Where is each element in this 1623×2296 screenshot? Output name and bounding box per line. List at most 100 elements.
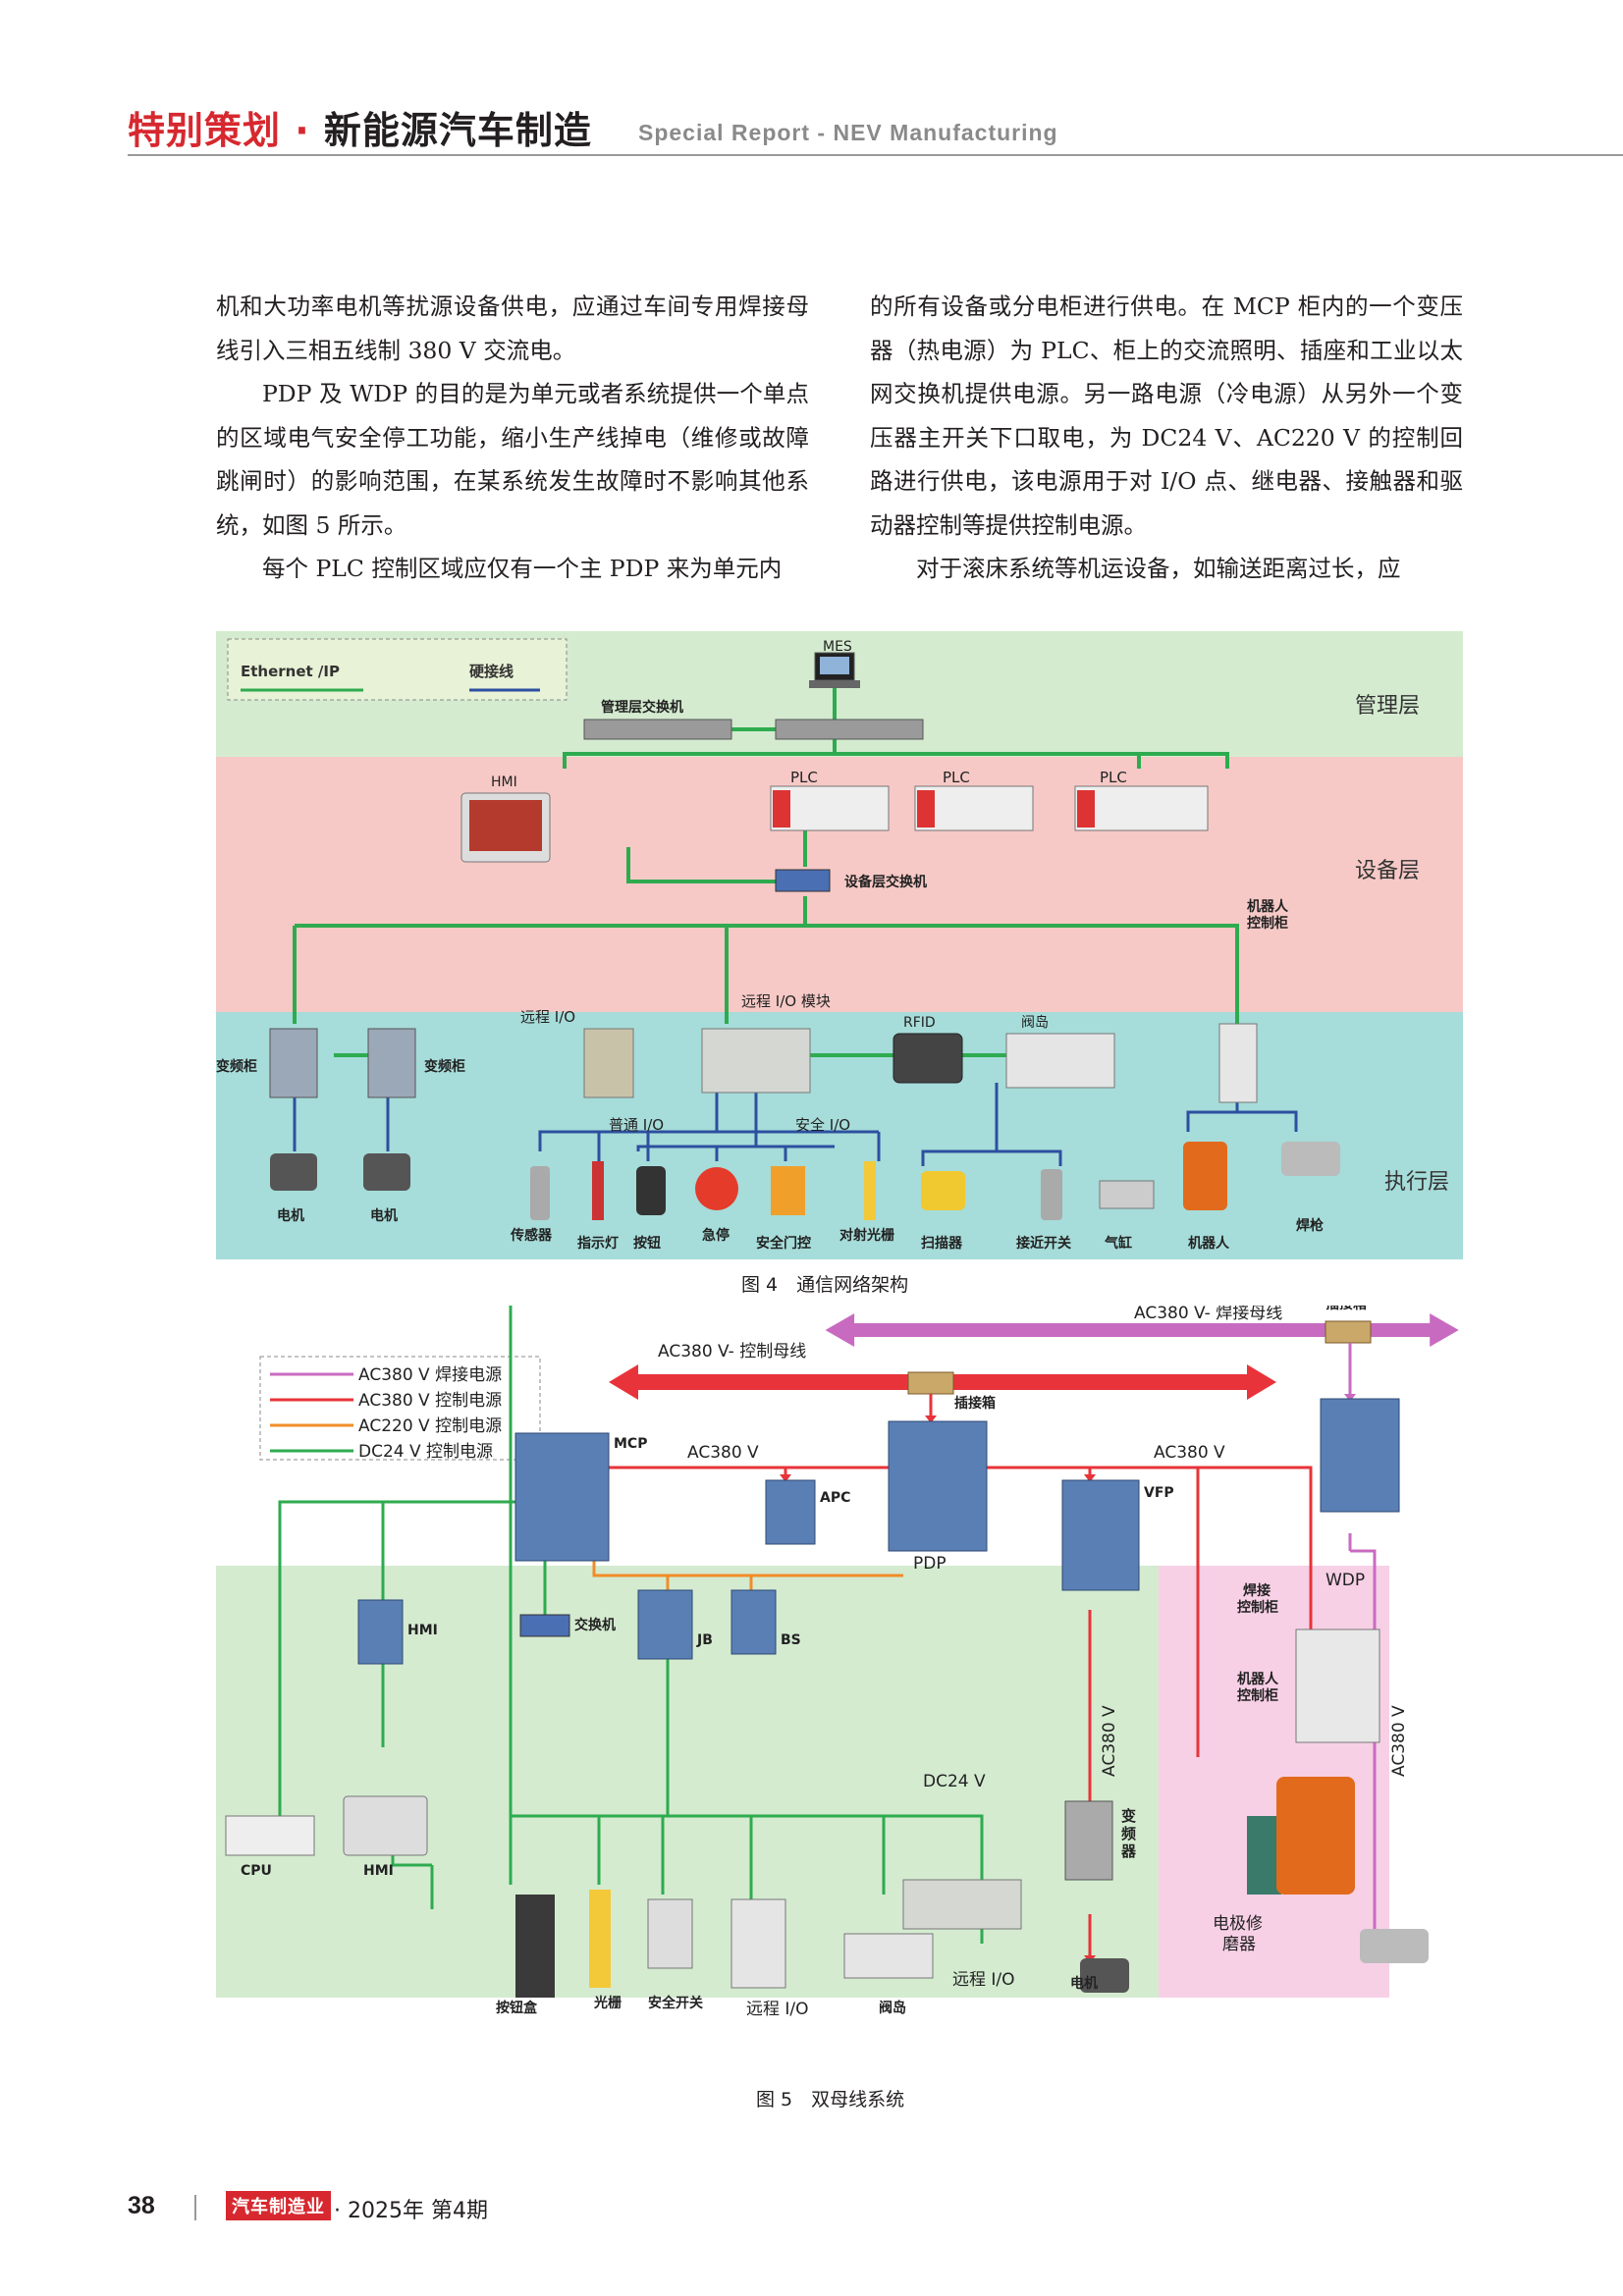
vfd-label: 变频柜 [216,1058,257,1075]
plc-rack [914,785,1034,831]
paragraph: 机和大功率电机等扰源设备供电，应通过车间专用焊接母线引入三相五线制 380 V … [216,293,809,364]
valve-island-label: 阀岛 [1021,1015,1049,1031]
vfd-label: 变频器 [1120,1807,1137,1860]
exec-label: 扫描器 [921,1235,963,1252]
legend-label: DC24 V 控制电源 [358,1442,493,1462]
exec-label: 气缸 [1104,1235,1132,1252]
estop-icon [695,1167,738,1210]
indicator-light-icon [592,1161,604,1220]
device-layer-label: 设备层 [1355,859,1420,883]
figure-4-caption: 图 4 通信网络架构 [741,1274,909,1296]
magazine-logo: 汽车制造业 [226,2191,331,2220]
hmi-label: HMI [491,774,517,790]
switch-label: 交换机 [574,1617,616,1633]
motor-icon [363,1153,410,1191]
paragraph: 的所有设备或分电柜进行供电。在 MCP 柜内的一个变压器（热电源）为 PLC、柜… [870,293,1463,539]
robot-icon [1183,1142,1227,1210]
plugbox-label: 插接箱 [954,1395,996,1412]
right-column: 的所有设备或分电柜进行供电。在 MCP 柜内的一个变压器（热电源）为 PLC、柜… [870,285,1463,591]
ac380-vertical-label: AC380 V [1389,1705,1409,1777]
button-box-label: 按钮盒 [496,2000,538,2016]
robot-icon [1276,1777,1355,1895]
plc-label: PLC [943,769,970,786]
wdp-label: WDP [1325,1571,1365,1590]
weld-lines [1348,1343,1377,1939]
wdp-cabinet-icon [1320,1398,1400,1513]
cabinets [225,1398,1429,1998]
hmi-box-icon [357,1599,404,1665]
remote-io-module-icon [730,1898,786,1989]
safety-switch-icon [647,1898,693,1969]
exec-label: 电机 [370,1207,398,1224]
electrode-dresser-icon [1247,1816,1281,1895]
vfd-label: 变频柜 [424,1058,465,1075]
header-rule [128,154,1623,156]
management-switch-label: 管理层交换机 [601,699,683,716]
ac380-label: AC380 V [1154,1443,1225,1463]
jb-label: JB [696,1632,713,1648]
scanner-icon [921,1171,965,1210]
remote-io-icon [902,1879,1022,1930]
control-bus-label: AC380 V- 控制母线 [658,1342,806,1362]
apc-cabinet-icon [765,1479,816,1545]
vfd-cabinet-icon [367,1028,416,1098]
exec-label: 焊枪 [1296,1217,1324,1234]
safety-io-label: 安全 I/O [795,1116,850,1134]
motor-icon [270,1153,317,1191]
management-layer-label: 管理层 [1355,694,1420,719]
exec-label: 电机 [277,1207,304,1224]
paragraph: 每个 PLC 控制区域应仅有一个主 PDP 来为单元内 [262,555,783,582]
device-switch-icon [775,869,831,892]
ac380-label: AC380 V [687,1443,759,1463]
management-switch-icon [775,719,924,740]
exec-label: 接近开关 [1016,1235,1071,1252]
vfp-cabinet-icon [1061,1479,1140,1591]
exec-devices [270,1142,1340,1220]
valve-island-icon [1005,1033,1115,1089]
mcp-cabinet-icon [514,1432,610,1562]
valve-island-icon [843,1933,934,1979]
remote-io-module-icon [701,1028,811,1094]
plc-label: PLC [1100,769,1127,786]
remote-io-label: 远程 I/O [520,1008,575,1026]
hmi-label: HMI [407,1623,438,1638]
button-icon [636,1166,666,1215]
vfp-label: VFP [1144,1485,1174,1501]
safety-switch-label: 安全开关 [648,1995,703,2011]
page-number: 38 [128,2192,155,2219]
sensor-icon [530,1166,550,1220]
light-curtain-label: 光栅 [593,1995,622,2011]
bs-label: BS [781,1632,801,1648]
pdp-cabinet-icon [888,1420,988,1552]
mcp-label: MCP [614,1436,647,1452]
switch-icon [519,1614,570,1637]
section-english: Special Report - NEV Manufacturing [638,120,1058,145]
ac220-lines [592,1561,903,1590]
robot-cabinet-icon [1218,1023,1258,1103]
issue-label: · 2025年 第4期 [334,2199,488,2223]
paragraph: PDP 及 WDP 的目的是为单元或者系统提供一个单点的区域电气安全停工功能，缩… [216,380,809,539]
apc-label: APC [820,1490,850,1506]
mes-label: MES [823,639,852,655]
plc-rack [1074,785,1209,831]
figure-5-diagram: AC380 V 焊接电源 AC380 V 控制电源 AC220 V 控制电源 D… [216,1306,1459,2019]
light-curtain-icon [589,1890,611,1988]
management-switch-icon [583,719,732,740]
hmi-label: HMI [363,1863,394,1879]
topic-label: 新能源汽车制造 [323,109,592,152]
execution-layer-label: 执行层 [1384,1170,1449,1195]
robot-cabinet-label: 机器人控制柜 [1247,898,1289,932]
weld-bus-arrow [825,1313,1459,1347]
footer-divider [194,2195,196,2220]
motor-label: 电机 [1070,1975,1098,1992]
section-label: 特别策划 [128,109,282,152]
figure-4-diagram: Ethernet /IP 硬接线 管理层 设备层 执行层 [216,631,1463,1259]
plc-label: PLC [790,769,818,786]
weld-gun-icon [1360,1929,1429,1963]
exec-label: 传感器 [510,1227,553,1244]
button-box-icon [515,1895,555,1998]
exec-label: 机器人 [1188,1235,1230,1252]
remote-io-icon [583,1028,634,1098]
plugbox-label: 插接箱 [1325,1306,1367,1312]
exec-label: 按钮 [633,1235,661,1252]
